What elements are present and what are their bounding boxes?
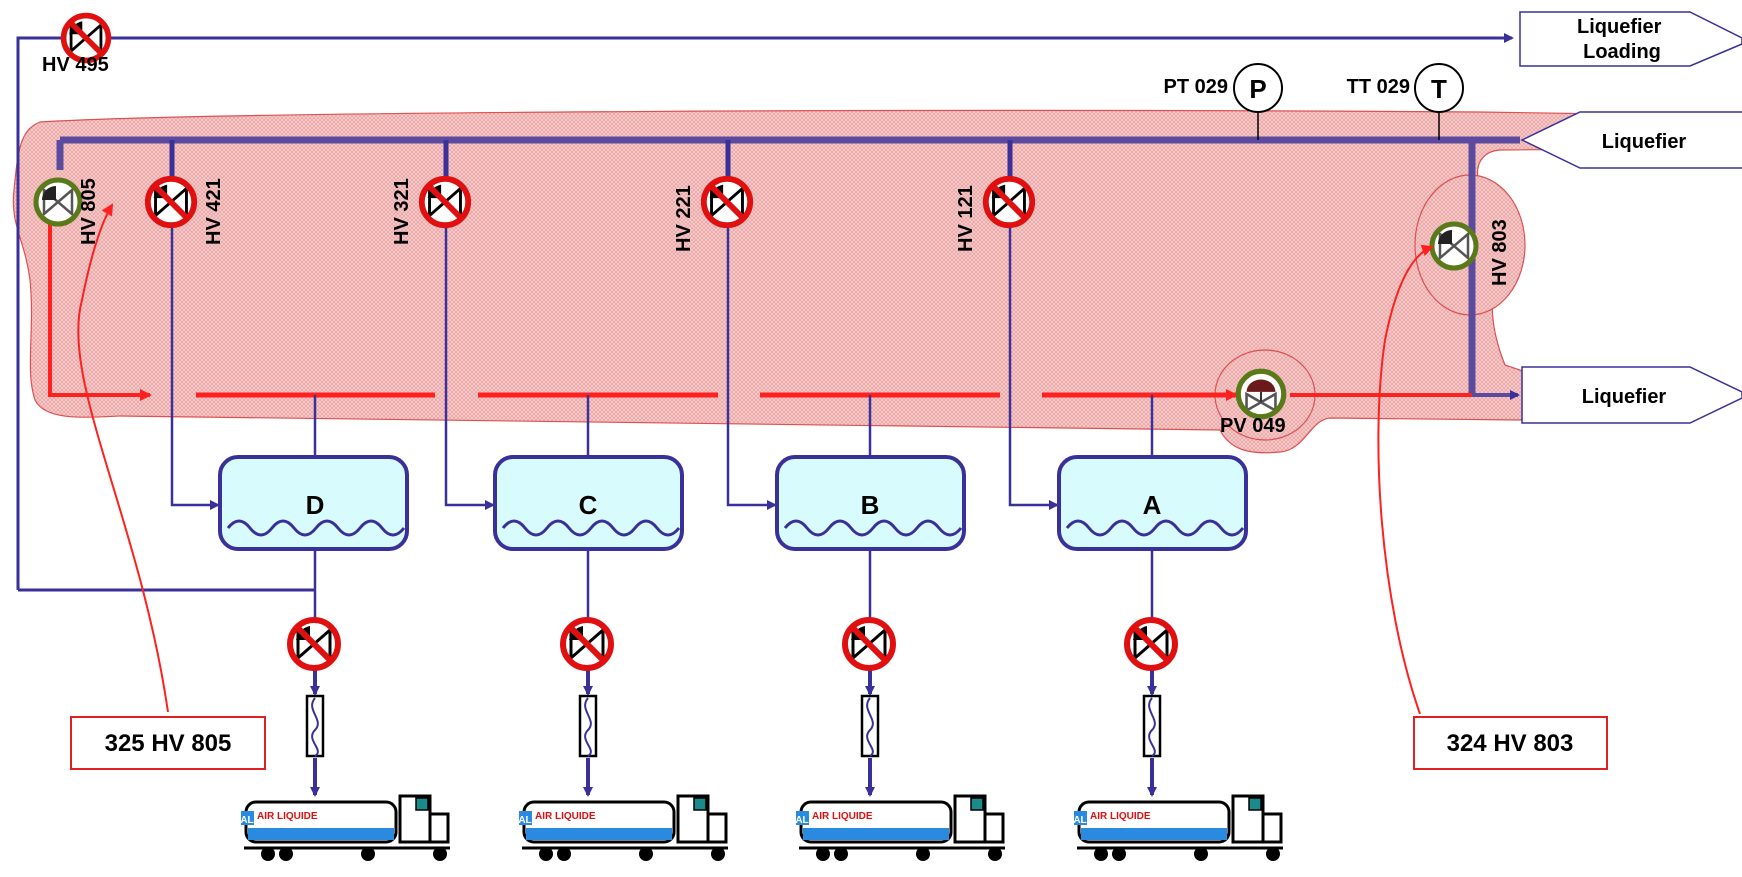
truck-a-logo: AL: [1073, 815, 1086, 826]
tank-a-label: A: [1143, 490, 1162, 520]
drain-valve-b-icon[interactable]: [843, 618, 895, 670]
truck-b[interactable]: AL AIR LIQUIDE: [795, 794, 1007, 863]
offpage-liquefier-loading[interactable]: Liquefier Loading: [1519, 11, 1742, 67]
hose-d-icon: [305, 694, 325, 758]
tank-d-label: D: [306, 490, 325, 520]
truck-b-logo-icon: [796, 811, 809, 825]
tank-d[interactable]: D: [218, 455, 409, 551]
hv495-label: HV 495: [42, 54, 109, 76]
tt029-tag: TT 029: [1347, 76, 1410, 98]
fill-lines: [170, 225, 1059, 510]
truck-a-brand: AIR LIQUIDE: [1090, 811, 1151, 822]
offpage-loading-text: Liquefier Loading: [1577, 16, 1667, 63]
callout-left-text: 325 HV 805: [105, 730, 232, 757]
truck-d[interactable]: AL AIR LIQUIDE: [240, 794, 452, 863]
hose-a-icon: [1142, 694, 1162, 758]
pv049-label: PV 049: [1220, 415, 1286, 437]
offpage-loading-line2: Loading: [1583, 41, 1661, 63]
hv805-label: HV 805: [78, 178, 100, 245]
offpage-bottom-text: Liquefier: [1582, 386, 1667, 408]
tank-c[interactable]: C: [493, 455, 684, 551]
tt029-letter: T: [1431, 74, 1447, 104]
offpage-liquefier-mid[interactable]: Liquefier: [1520, 111, 1742, 169]
truck-c-logo-icon: [519, 811, 532, 825]
pt029-instrument[interactable]: P: [1233, 63, 1283, 113]
pt029-letter: P: [1249, 74, 1266, 104]
callout-right: 324 HV 803: [1413, 716, 1608, 770]
valve-hv805-icon[interactable]: [34, 178, 82, 226]
offpage-loading-line1: Liquefier: [1577, 16, 1662, 38]
drain-lines: [310, 550, 1157, 797]
truck-b-brand: AIR LIQUIDE: [812, 811, 873, 822]
valve-hv121-icon[interactable]: [984, 177, 1034, 227]
callout-right-text: 324 HV 803: [1447, 730, 1574, 757]
hv321-label: HV 321: [391, 178, 413, 245]
truck-d-logo-icon: [241, 811, 254, 825]
return-line: [48, 200, 152, 401]
truck-a-logo-icon: [1074, 811, 1087, 825]
truck-c-brand: AIR LIQUIDE: [535, 811, 596, 822]
tt029-instrument[interactable]: T: [1414, 63, 1464, 113]
drain-valve-c-icon[interactable]: [561, 618, 613, 670]
tank-c-label: C: [579, 490, 598, 520]
valve-hv321-icon[interactable]: [420, 177, 470, 227]
callout-left-leader: [77, 203, 169, 713]
valve-pv049-icon[interactable]: [1236, 369, 1286, 419]
tank-a[interactable]: A: [1057, 455, 1248, 551]
callout-left: 325 HV 805: [70, 716, 266, 770]
drain-valve-d-icon[interactable]: [288, 618, 340, 670]
valve-hv803-icon[interactable]: [1430, 222, 1478, 270]
valve-hv421-icon[interactable]: [146, 177, 196, 227]
truck-a[interactable]: AL AIR LIQUIDE: [1073, 794, 1285, 863]
truck-c[interactable]: AL AIR LIQUIDE: [518, 794, 730, 863]
drain-valve-a-icon[interactable]: [1125, 618, 1177, 670]
truck-d-brand: AIR LIQUIDE: [257, 811, 318, 822]
pt029-tag: PT 029: [1164, 76, 1228, 98]
valve-hv221-icon[interactable]: [702, 177, 752, 227]
truck-c-logo: AL: [518, 815, 531, 826]
truck-b-logo: AL: [795, 815, 808, 826]
truck-d-logo: AL: [240, 815, 253, 826]
hose-c-icon: [578, 694, 598, 758]
hose-b-icon: [860, 694, 880, 758]
offpage-liquefier-bottom[interactable]: Liquefier: [1521, 366, 1742, 424]
tank-b[interactable]: B: [775, 455, 966, 551]
hv121-label: HV 121: [955, 185, 977, 252]
hv803-label: HV 803: [1489, 219, 1511, 286]
tank-b-label: B: [861, 490, 880, 520]
callout-right-leader: [1377, 244, 1434, 715]
offpage-mid-text: Liquefier: [1602, 131, 1687, 153]
hv221-label: HV 221: [673, 185, 695, 252]
header-drops: [169, 140, 1013, 178]
hv495-loading-line: [16, 33, 1514, 590]
tank-vents: [313, 395, 1154, 457]
hv421-label: HV 421: [203, 178, 225, 245]
